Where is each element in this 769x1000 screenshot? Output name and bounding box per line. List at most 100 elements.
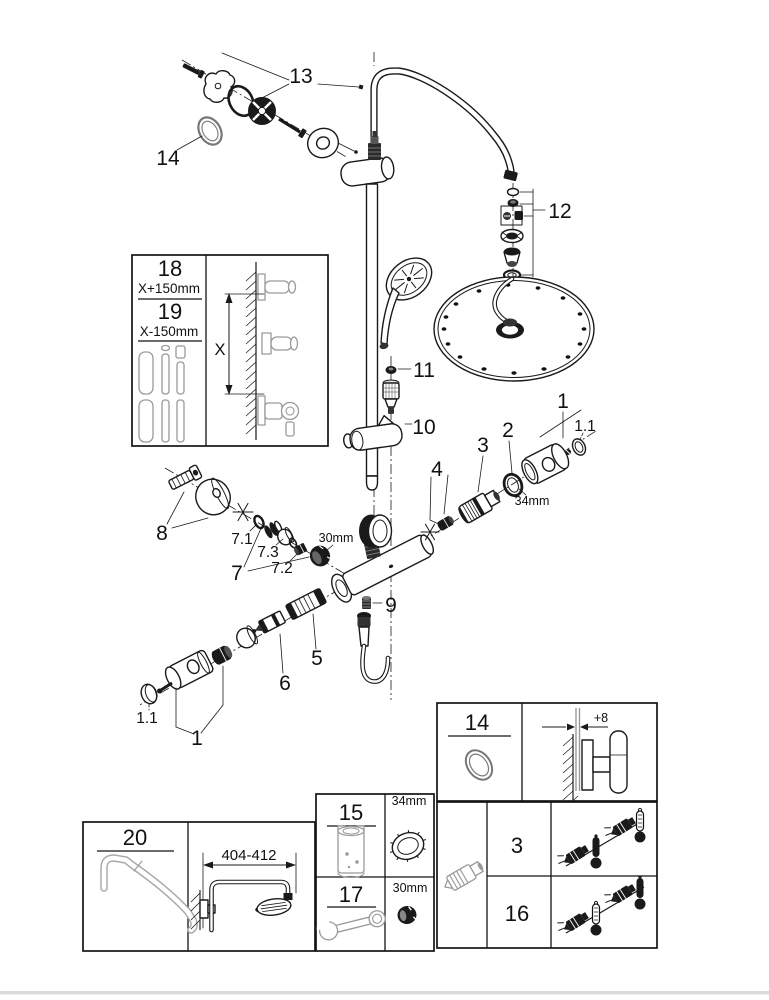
- bracket-screw-icon: [182, 63, 205, 79]
- cover-cap-1-1: [140, 683, 158, 705]
- thermo-cartridge-6: [252, 610, 286, 634]
- mounting-sketch: [257, 273, 300, 437]
- head-shower: [433, 276, 595, 382]
- panel-len-18: X+150mm: [138, 281, 200, 296]
- arm-dimension-sketch: 404-412: [190, 847, 297, 933]
- panel-item-20: 20: [123, 825, 147, 850]
- shower-arm-pipe: [370, 67, 515, 176]
- check-valve-icon-gray: [444, 861, 484, 891]
- check-valve-3: [458, 489, 501, 524]
- panel-item-16: 16: [505, 901, 529, 926]
- dim-404-412-label: 404-412: [221, 847, 276, 864]
- outlet-washer-9: [362, 596, 383, 609]
- knob-insert: [211, 645, 233, 665]
- panel-tools-15-17: 15 34mm 17: [315, 793, 435, 952]
- panel-len-19: X-150mm: [140, 324, 199, 339]
- callout-7-3: 7.3: [257, 544, 279, 561]
- panel-item-14: 14: [465, 710, 489, 735]
- grip-handle-1: [164, 649, 214, 690]
- thermometer-cold-icon: [634, 807, 646, 843]
- hand-shower-handle: [380, 287, 400, 345]
- pin-4: [437, 516, 454, 531]
- callout-11: 11: [413, 359, 435, 382]
- head-shower-hub: [496, 318, 524, 339]
- cartridge-grip-group: [140, 588, 327, 735]
- panel-item-15: 15: [339, 800, 363, 825]
- cap-nut-30mm: [309, 545, 331, 567]
- callout-2: 2: [502, 419, 514, 442]
- panel-item-18: 18: [158, 256, 182, 281]
- panel-item-3: 3: [511, 833, 523, 858]
- arm-connector-set-12: [500, 187, 546, 281]
- callout-6: 6: [279, 672, 291, 695]
- callout-7: 7: [231, 562, 243, 585]
- dim-x-label: X: [214, 341, 225, 359]
- nut-30mm-icon: [397, 905, 417, 925]
- callout-7-2: 7.2: [271, 560, 293, 577]
- mount-point-marker: [358, 84, 364, 90]
- thermo-parts-7: [232, 502, 334, 572]
- callout-9: 9: [385, 594, 397, 617]
- shower-hose: [357, 612, 391, 684]
- dome-cap: [236, 625, 259, 649]
- callout-7-1: 7.1: [231, 531, 253, 548]
- callout-3: 3: [477, 434, 489, 457]
- o-ring-7-1: [253, 514, 265, 530]
- hand-shower-head: [385, 257, 433, 301]
- knob-screw: [168, 464, 203, 490]
- callout-labels: 13 14 12 11 10 1 1.1 2 3 4 34mm 8 7.1 7.…: [136, 65, 596, 750]
- panel-item-19: 19: [158, 299, 182, 324]
- valve-icon: [557, 912, 589, 931]
- thermometer-hot-icon: [590, 834, 602, 869]
- ring-34mm-icon: [389, 830, 427, 862]
- socket-size-label: 34mm: [392, 794, 427, 808]
- orientation-pictogram-row3: [557, 807, 646, 869]
- callout-4: 4: [431, 458, 443, 481]
- gasket-icon: [464, 749, 494, 781]
- wall-hatch: [245, 271, 257, 435]
- o-ring: [227, 84, 255, 118]
- size-label-34mm: 34mm: [515, 494, 550, 508]
- panel-item-17: 17: [339, 882, 363, 907]
- wrench-icon: [316, 910, 386, 941]
- trim-ring-1-1: [571, 438, 587, 456]
- valve-body: [331, 534, 435, 603]
- ball-joint-cone: [503, 247, 521, 267]
- sleeve-5: [285, 588, 327, 620]
- panel-check-valves: 3 16: [436, 801, 658, 949]
- callout-8: 8: [156, 522, 168, 545]
- wall-union-elbow: [340, 156, 395, 187]
- arm-icon: [100, 854, 198, 934]
- bracket-body: [248, 97, 276, 125]
- callout-14: 14: [156, 147, 180, 170]
- spray-ring-dots: [441, 283, 587, 375]
- union-flange: [359, 514, 393, 548]
- valve-icon: [604, 817, 636, 836]
- panel-arm-20: 20 404-412: [82, 821, 316, 952]
- x-dimension: X: [214, 293, 265, 395]
- rail-end-cap: [365, 475, 379, 491]
- callout-1-1-left: 1.1: [136, 710, 158, 727]
- mounting-plate: [203, 70, 236, 103]
- stop-ring-2: [502, 472, 524, 498]
- panel-gasket-14: 14 +8: [436, 702, 658, 807]
- nut-size-label: 30mm: [393, 881, 428, 895]
- callout-10: 10: [412, 416, 435, 439]
- hand-shower-connector: [382, 379, 400, 414]
- fixing-screw: [278, 117, 301, 134]
- callout-1-1-right: 1.1: [574, 418, 596, 435]
- valve-icon: [557, 845, 589, 864]
- callout-1-left: 1: [191, 727, 203, 750]
- socket-tool-icon: [337, 825, 365, 879]
- rail-tubes-icon: [138, 344, 186, 443]
- dim-plus8-label: +8: [594, 711, 608, 725]
- arm-outlet-nozzle: [503, 169, 518, 182]
- temp-knob-group-8: [166, 464, 231, 529]
- grip-screw: [157, 681, 173, 694]
- temperature-knob: [195, 477, 231, 516]
- alignment-star-icon: [420, 523, 440, 541]
- size-label-30mm: 30mm: [319, 531, 354, 545]
- valve-icon: [604, 884, 636, 903]
- sleeve-screw-1-1: [565, 449, 571, 455]
